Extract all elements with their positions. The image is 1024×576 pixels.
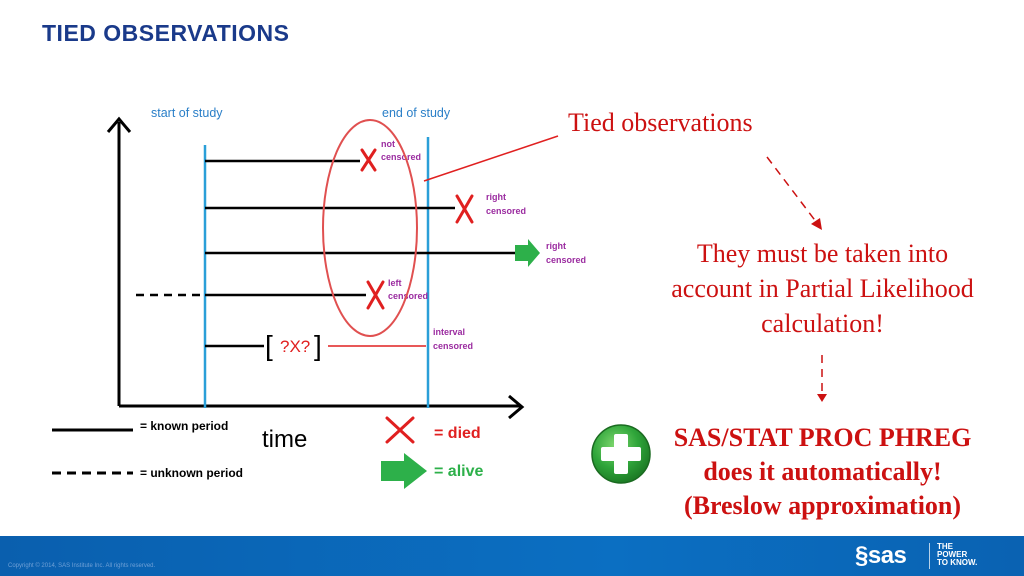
survival-diagram: start of study end of study not censored… (52, 106, 827, 489)
tied-observations-ellipse (322, 119, 418, 337)
died-x-icon (360, 148, 377, 172)
tagline-line-3: TO KNOW. (937, 558, 978, 567)
copyright-text: Copyright © 2014, SAS Institute Inc. All… (8, 563, 156, 569)
dashed-arrow-2-head (817, 394, 827, 402)
sas-phreg-line-1: SAS/STAT PROC PHREG (673, 423, 972, 452)
observation-label-3-line1: right (546, 241, 566, 251)
dashed-arrow-1-head (811, 218, 822, 230)
footer-bar: Copyright © 2014, SAS Institute Inc. All… (0, 536, 1024, 576)
y-axis-arrowhead (106, 116, 132, 133)
observation-label-2-line1: right (486, 192, 506, 202)
time-axis-label: time (262, 426, 307, 453)
sas-tagline: THE POWER TO KNOW. (937, 543, 977, 567)
tied-observations-callout: Tied observations (568, 108, 753, 137)
partial-likelihood-line-2: account in Partial Likelihood (671, 274, 974, 303)
start-of-study-label: start of study (151, 106, 223, 120)
logo-divider (929, 543, 930, 569)
partial-likelihood-note: They must be taken into account in Parti… (640, 236, 1005, 341)
legend-died-x-icon (385, 416, 415, 444)
observation-label-2-line2: censored (486, 206, 526, 216)
observation-label-3-line2: censored (546, 255, 586, 265)
observation-label-4-line2: censored (388, 291, 428, 301)
tied-pointer-line (423, 135, 559, 182)
sas-phreg-note: SAS/STAT PROC PHREG does it automaticall… (650, 421, 995, 523)
tagline-line-2: POWER (937, 550, 968, 559)
observation-label-5-line1: interval (433, 327, 465, 337)
legend-unknown-label: = unknown period (140, 466, 243, 480)
died-x-icon (455, 194, 474, 224)
observation-label-1-line2: censored (381, 152, 421, 162)
dashed-arrow-1 (766, 156, 818, 224)
x-axis-arrowhead (508, 394, 525, 420)
plus-icon (591, 424, 651, 484)
legend-alive-arrow-icon (381, 453, 427, 489)
interval-open-bracket: [ (265, 330, 273, 361)
observation-label-5-line2: censored (433, 341, 473, 351)
legend-alive-label: = alive (434, 463, 483, 480)
sas-phreg-line-2: does it automatically! (703, 457, 942, 486)
partial-likelihood-line-3: calculation! (761, 309, 884, 338)
alive-arrow-icon (515, 239, 540, 267)
sas-phreg-line-3: (Breslow approximation) (683, 491, 962, 520)
tagline-line-1: THE (937, 542, 953, 551)
interval-unknown-value: ?X? (280, 337, 310, 356)
legend-known-label: = known period (140, 419, 228, 433)
sas-logo: §sas (855, 542, 907, 569)
died-x-icon (366, 280, 385, 310)
observation-label-1-line1: not (381, 139, 395, 149)
partial-likelihood-line-1: They must be taken into (696, 239, 949, 268)
legend-died-label: = died (434, 425, 481, 442)
end-of-study-label: end of study (382, 106, 451, 120)
interval-close-bracket: ] (314, 330, 322, 361)
slide-title: TIED OBSERVATIONS (42, 20, 290, 46)
observation-label-4-line1: left (388, 278, 402, 288)
